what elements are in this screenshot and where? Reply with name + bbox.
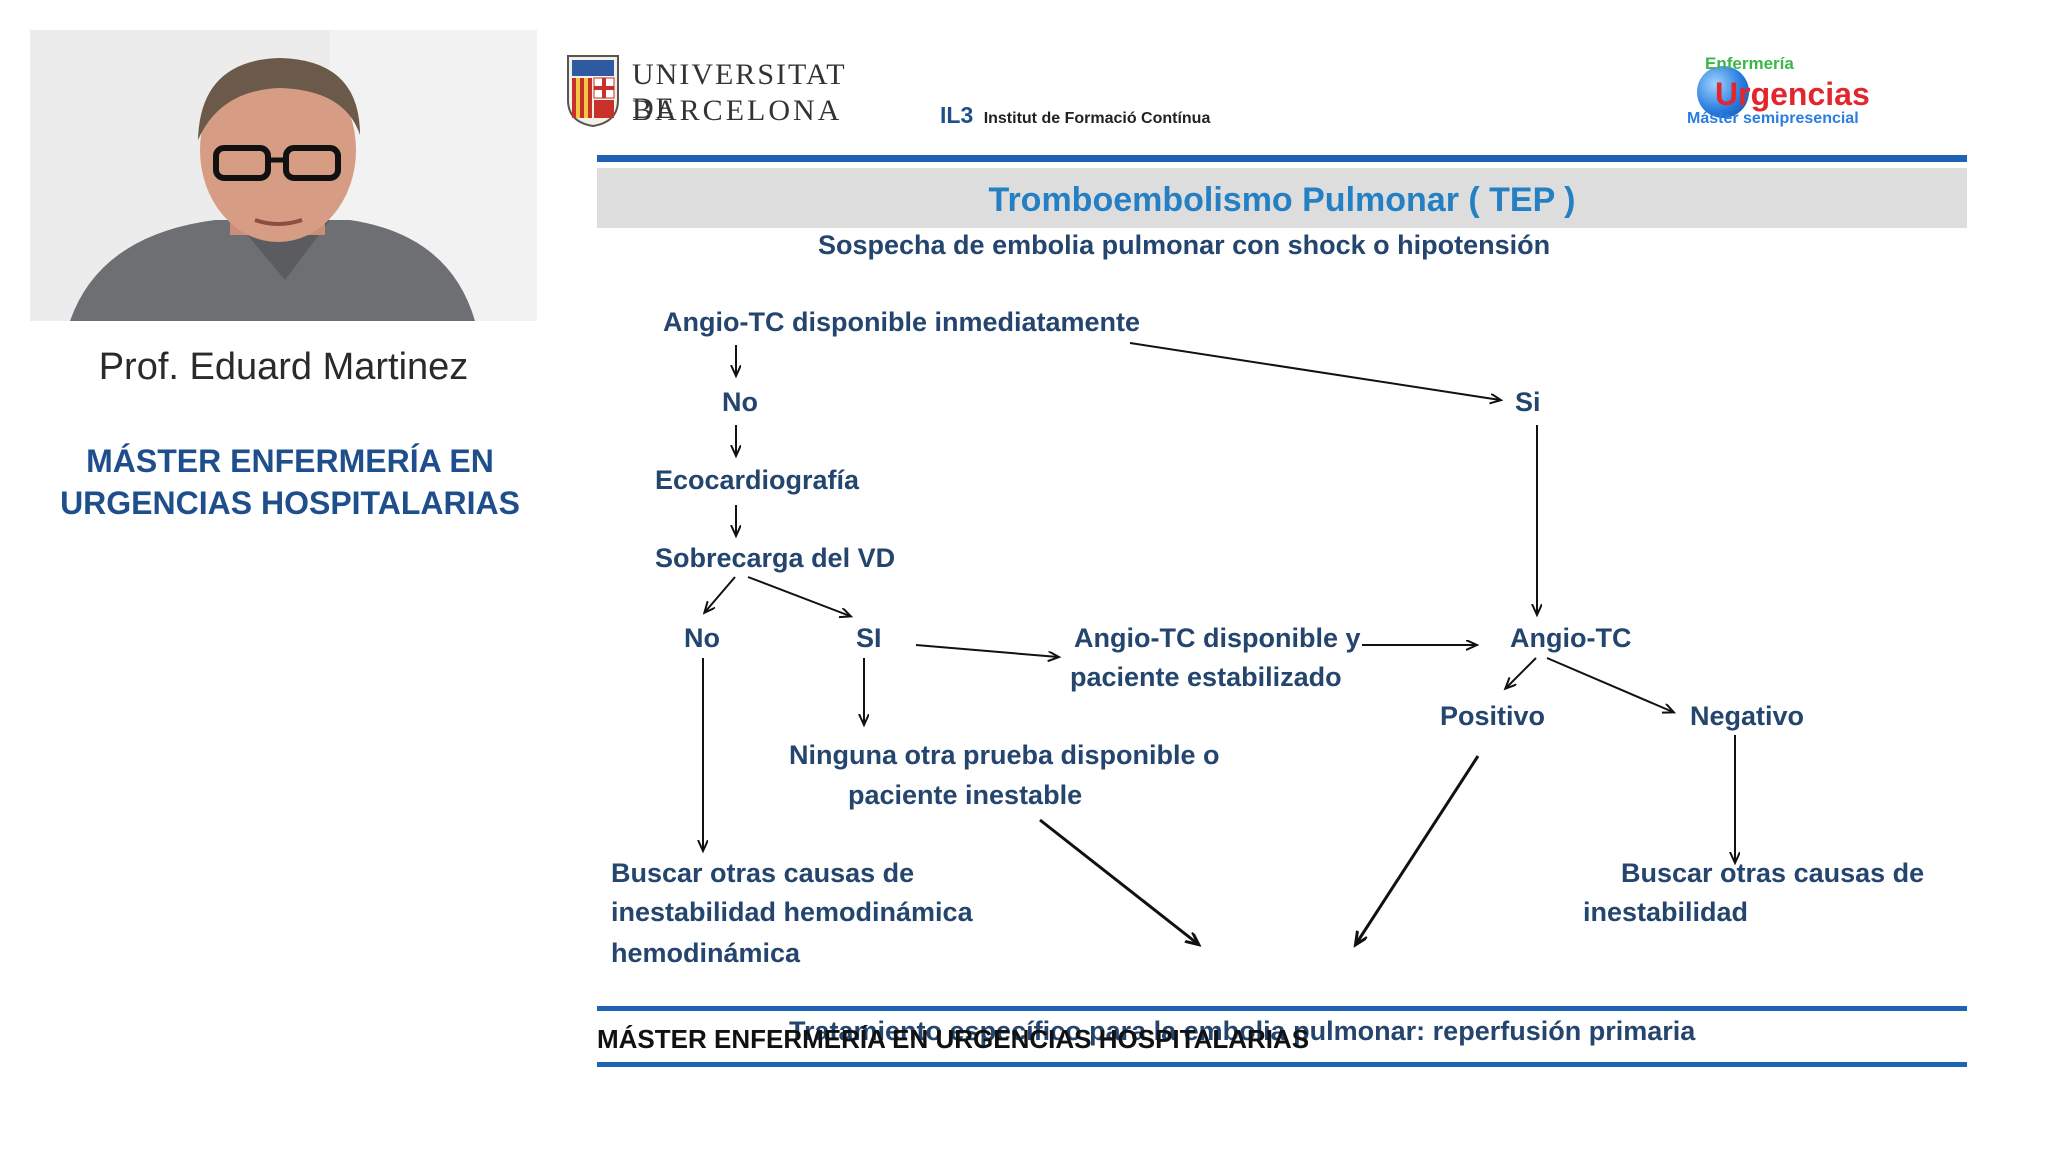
node-buscar-right-line1: Buscar otras causas de	[1621, 858, 1925, 888]
bottom-rule-1	[597, 1006, 1967, 1011]
globe-icon	[1697, 66, 1749, 118]
arrow-angio-tc-to-negativo	[1546, 657, 1673, 712]
node-ecocardiografia: Ecocardiografía	[655, 465, 860, 495]
slide-title: Tromboembolismo Pulmonar ( TEP )	[988, 181, 1576, 219]
university-name-line2: BARCELONA	[632, 94, 843, 127]
node-si-2: SI	[856, 623, 882, 653]
node-angio-inmediato: Angio-TC disponible inmediatamente	[663, 307, 1141, 337]
urgencias-logo-main: Urgencias	[1715, 76, 1870, 112]
node-negativo: Negativo	[1690, 701, 1805, 731]
il3-logo: IL3 Institut de Formació Contínua	[940, 102, 1210, 129]
university-logo: UNIVERSITAT DE BARCELONA	[566, 50, 876, 132]
node-buscar-right-line2: inestabilidad	[1583, 897, 1749, 927]
arrow-ninguna-to-tratamiento	[1039, 818, 1198, 944]
presenter-name: Prof. Eduard Martinez	[98, 346, 469, 388]
university-name-line1: UNIVERSITAT DE	[632, 58, 847, 125]
node-buscar-left-line3: hemodinámica	[611, 938, 801, 968]
presenter-image	[30, 30, 537, 321]
node-buscar-left-line1: Buscar otras causas de	[611, 858, 915, 888]
il3-mark: IL3	[940, 102, 974, 128]
title-bar: Tromboembolismo Pulmonar ( TEP )	[597, 168, 1967, 228]
node-no-2: No	[684, 623, 720, 653]
node-tratamiento: Tratamiento específico para la embolia p…	[789, 1016, 1696, 1046]
node-positivo: Positivo	[1440, 701, 1546, 731]
urgencias-logo-top: Enfermería	[1705, 54, 1794, 73]
bottom-rule-2	[597, 1062, 1967, 1067]
arrow-angio-to-si	[1129, 342, 1500, 400]
program-title: MÁSTER ENFERMERÍA EN URGENCIAS HOSPITALA…	[20, 440, 560, 524]
node-angio-estab-line2: paciente estabilizado	[1070, 662, 1342, 692]
il3-text: Institut de Formació Contínua	[983, 110, 1211, 127]
arrow-si-to-angio-estab	[915, 644, 1058, 657]
subtitle-sospecha: Sospecha de embolia pulmonar con shock o…	[818, 230, 1551, 260]
arrow-sobrecarga-to-no	[705, 576, 736, 612]
arrow-angio-tc-to-positivo	[1506, 657, 1537, 688]
urgencias-logo: Enfermería Urgencias Máster semipresenci…	[1685, 52, 1885, 132]
program-title-line1: MÁSTER ENFERMERÍA EN	[86, 443, 494, 479]
arrow-positivo-to-tratamiento	[1356, 755, 1480, 944]
top-rule	[597, 155, 1967, 162]
presenter-video	[30, 30, 537, 321]
program-title-line2: URGENCIAS HOSPITALARIAS	[60, 485, 520, 521]
node-buscar-left-line2: inestabilidad hemodinámica	[611, 897, 973, 927]
node-sobrecarga-vd: Sobrecarga del VD	[655, 543, 896, 573]
university-shield-icon	[567, 55, 619, 128]
node-ninguna-line2: paciente inestable	[848, 780, 1083, 810]
node-no-1: No	[722, 387, 758, 417]
node-ninguna-line1: Ninguna otra prueba disponible o	[789, 740, 1220, 770]
node-angio-estab-line1: Angio-TC disponible y	[1074, 623, 1361, 653]
node-angio-tc: Angio-TC	[1510, 623, 1632, 653]
arrow-sobrecarga-to-si	[747, 576, 850, 616]
slide-footer: MÁSTER ENFERMERÍA EN URGENCIAS HOSPITALA…	[597, 1024, 1310, 1054]
node-si-1: Si	[1515, 387, 1541, 417]
urgencias-logo-sub: Máster semipresencial	[1687, 110, 1859, 127]
